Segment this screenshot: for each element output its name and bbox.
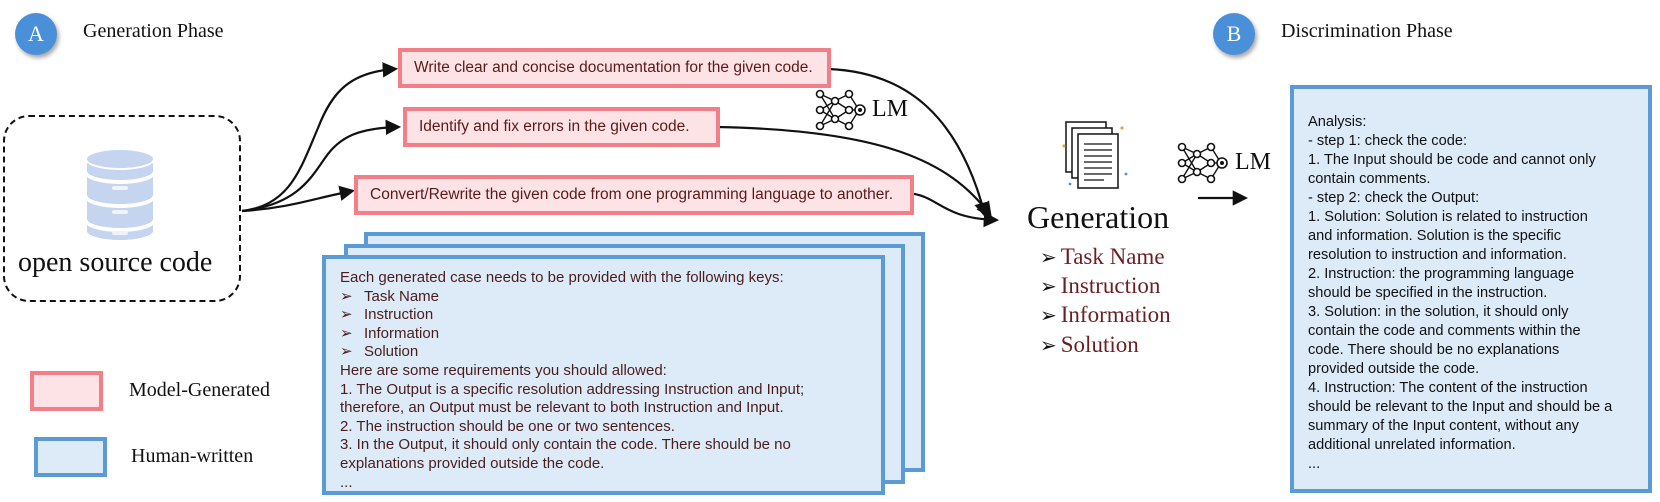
analysis-text: Analysis: - step 1: check the code: 1. The…: [1294, 89, 1648, 498]
analysis-line: contain comments.: [1308, 171, 1431, 187]
phase-a-badge: A: [15, 13, 57, 55]
task-1-text: Write clear and concise documentation fo…: [414, 59, 813, 76]
generation-key-1: ➢Task Name: [1040, 244, 1165, 269]
lm-label-2: LM: [1235, 149, 1271, 175]
legend-human-written-label: Human-written: [131, 445, 254, 467]
analysis-line: provided outside the code.: [1308, 361, 1480, 377]
prompt-requirement: 3. In the Output, it should only contain…: [340, 436, 791, 454]
legend-human-written-swatch: [34, 437, 107, 477]
generation-key-4: ➢Solution: [1040, 332, 1139, 357]
arrow-from-task-1: [827, 67, 990, 218]
prompt-text: Each generated case needs to be provided…: [326, 259, 881, 502]
analysis-line: and information. Solution is the specifi…: [1308, 228, 1562, 244]
prompt-requirement: 1. The Output is a specific resolution a…: [340, 380, 805, 398]
prompt-key-2: ➢Instruction: [340, 306, 434, 324]
arrow-bullet-icon: ➢: [340, 324, 353, 342]
task-3-text: Convert/Rewrite the given code from one …: [370, 186, 893, 203]
lm-label-1: LM: [872, 96, 908, 122]
analysis-line: ...: [1308, 456, 1321, 472]
task-box-2: Identify and fix errors in the given cod…: [403, 107, 720, 147]
phase-b-badge: B: [1213, 13, 1255, 55]
arrow-bullet-icon: ➢: [340, 287, 353, 305]
analysis-line: summary of the Input content, without an…: [1308, 418, 1579, 434]
analysis-line: - step 2: check the Output:: [1308, 190, 1480, 206]
prompt-requirement: therefore, an Output must be relevant to…: [340, 399, 784, 417]
analysis-line: should be relevant to the Input and shou…: [1308, 399, 1613, 415]
analysis-line: resolution to instruction and informatio…: [1308, 247, 1567, 263]
arrow-bullet-icon: ➢: [340, 306, 353, 324]
generation-key-3: ➢Information: [1040, 302, 1171, 327]
arrow-to-task-3: [241, 185, 356, 213]
phase-a-title: Generation Phase: [83, 20, 224, 42]
analysis-line: 1. Solution: Solution is related to inst…: [1308, 209, 1588, 225]
arrow-from-task-2: [716, 125, 992, 218]
task-2-text: Identify and fix errors in the given cod…: [419, 118, 690, 135]
task-box-3: Convert/Rewrite the given code from one …: [354, 175, 914, 215]
arrow-bullet-icon: ➢: [1040, 305, 1057, 327]
legend-model-generated-swatch: [30, 371, 103, 411]
neural-network-icon: [1177, 142, 1228, 184]
analysis-box: Analysis: - step 1: check the code: 1. The…: [1290, 85, 1652, 493]
analysis-line: should be specified in the instruction.: [1308, 285, 1548, 301]
documents-icon: [1062, 121, 1128, 189]
arrow-bullet-icon: ➢: [1040, 335, 1057, 357]
prompt-requirement: explanations provided outside the code.: [340, 454, 605, 472]
analysis-line: - step 1: check the code:: [1308, 133, 1467, 149]
generation-key-2: ➢Instruction: [1040, 273, 1161, 298]
neural-network-icon: [815, 89, 866, 131]
prompt-key-3: ➢Information: [340, 324, 440, 342]
analysis-line: 4. Instruction: The content of the instr…: [1308, 380, 1588, 396]
arrow-bullet-icon: ➢: [1040, 276, 1057, 298]
database-icon: [85, 148, 155, 242]
prompt-requirement: 2. The instruction should be one or two …: [340, 417, 675, 435]
prompt-requirements-intro: Here are some requirements you should al…: [340, 361, 667, 379]
prompt-requirement: ...: [340, 473, 353, 491]
arrow-to-task-1: [241, 62, 399, 213]
source-label: open source code: [18, 247, 213, 278]
arrow-bullet-icon: ➢: [1040, 247, 1057, 269]
legend-model-generated-label: Model-Generated: [129, 379, 271, 401]
analysis-line: 1. The Input should be code and cannot o…: [1308, 152, 1596, 168]
arrow-from-task-3: [907, 191, 1000, 228]
analysis-line: 3. Solution: in the solution, it should …: [1308, 304, 1569, 320]
arrow-bullet-icon: ➢: [340, 343, 353, 361]
generation-title: Generation: [1027, 199, 1170, 235]
source-code-box: [3, 115, 241, 302]
phase-b-title: Discrimination Phase: [1281, 20, 1453, 42]
prompt-intro: Each generated case needs to be provided…: [340, 269, 784, 286]
prompt-box: Each generated case needs to be provided…: [322, 255, 885, 495]
prompt-key-4: ➢Solution: [340, 343, 419, 361]
prompt-key-1: ➢Task Name: [340, 287, 440, 305]
analysis-line: Analysis:: [1308, 114, 1367, 130]
arrow-to-task-2: [241, 119, 402, 213]
analysis-line: contain the code and comments within the: [1308, 323, 1581, 339]
task-box-1: Write clear and concise documentation fo…: [398, 48, 831, 88]
analysis-line: 2. Instruction: the programming language: [1308, 266, 1575, 282]
analysis-line: additional unrelated information.: [1308, 437, 1516, 453]
analysis-line: code. There should be no explanations: [1308, 342, 1560, 358]
